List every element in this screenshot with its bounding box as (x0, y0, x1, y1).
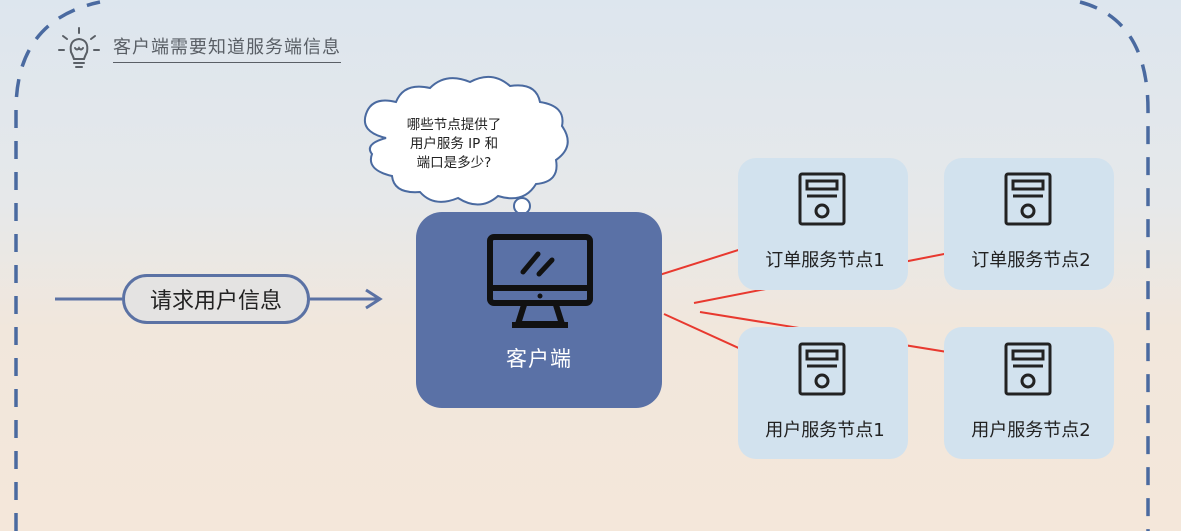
server-icon (798, 172, 846, 226)
page-title: 客户端需要知道服务端信息 (113, 36, 341, 63)
server-icon (1004, 172, 1052, 226)
thought-line-1: 哪些节点提供了 (406, 117, 502, 133)
lightbulb-icon (58, 27, 100, 68)
request-label: 请求用户信息 (149, 289, 282, 314)
server-icon (1004, 342, 1052, 396)
dashed-container-border (14, 0, 1150, 531)
client-label: 客户端 (506, 347, 572, 371)
request-arrowhead (365, 288, 383, 310)
thought-bubble-text: 哪些节点提供了 用户服务 IP 和 端口是多少? (392, 116, 516, 173)
user-service-node-1-label: 用户服务节点1 (765, 420, 885, 441)
client-box (416, 212, 662, 408)
monitor-icon (487, 234, 593, 328)
thought-line-2: 用户服务 IP 和 (409, 136, 499, 152)
user-service-node-2-label: 用户服务节点2 (971, 420, 1091, 441)
request-user-info-pill: 请求用户信息 (122, 274, 310, 324)
order-service-node-1-label: 订单服务节点1 (765, 250, 885, 271)
thought-cloud (364, 75, 569, 235)
order-service-node-2-label: 订单服务节点2 (971, 250, 1091, 271)
server-icon (798, 342, 846, 396)
thought-line-3: 端口是多少? (416, 155, 492, 171)
